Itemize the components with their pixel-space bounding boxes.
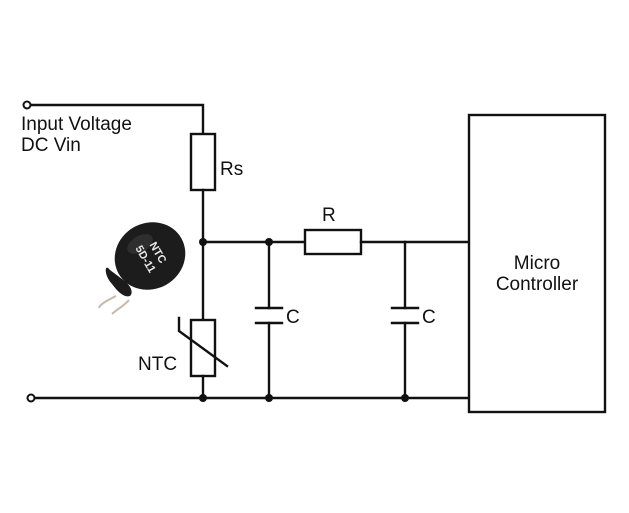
resistor-rs (189, 132, 217, 192)
dc-vin-label: DC Vin (21, 135, 81, 156)
junction-dot (401, 394, 409, 402)
r-label: R (322, 205, 336, 226)
thermistor-lead (98, 295, 117, 309)
thermistor-disc (114, 222, 186, 290)
microcontroller-label-line2: Controller (496, 274, 579, 295)
resistor-r (303, 228, 363, 256)
junction-dot (199, 394, 207, 402)
thermistor-highlight (127, 234, 153, 254)
microcontroller-label-line1: Micro (514, 253, 560, 274)
input-terminal-negative (26, 393, 36, 403)
c2-label: C (422, 307, 436, 328)
ntc-label: NTC (138, 354, 177, 375)
thermistor-leg-coating (105, 267, 132, 297)
thermistor-lead (111, 299, 130, 315)
input-voltage-label: Input Voltage (21, 114, 132, 135)
c1-label: C (286, 307, 300, 328)
junction-dot (265, 394, 273, 402)
ntc-thermistor-photo: NTC 5D-11 (98, 222, 186, 315)
input-terminal-positive (22, 100, 32, 110)
ntc-slash (177, 316, 229, 368)
junction-dot (265, 238, 273, 246)
microcontroller-block (467, 113, 607, 414)
rs-label: Rs (220, 159, 243, 180)
wire-input-top (25, 103, 205, 136)
junction-dot (199, 238, 207, 246)
